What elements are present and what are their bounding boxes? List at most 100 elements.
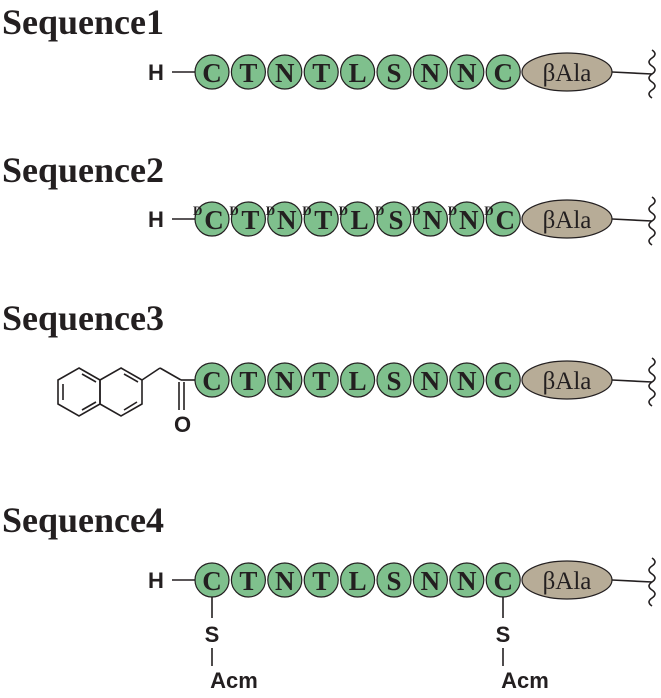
residue-circle <box>194 201 230 237</box>
residue-circle <box>376 201 412 237</box>
sequence-3-title: Sequence3 <box>2 298 164 338</box>
residue-stereo-prefix: D <box>375 203 384 218</box>
carbonyl-carbon-bond <box>159 367 182 381</box>
naphthalene-double-bond-3 <box>81 401 97 411</box>
residue-letter: C <box>202 366 222 396</box>
residue-circle <box>449 562 485 598</box>
sequence-1-n-terminus: H <box>148 60 164 85</box>
residue-letter: T <box>239 58 257 88</box>
residue-circle <box>267 201 303 237</box>
residue-letter: C <box>493 58 513 88</box>
residue-circle <box>194 562 230 598</box>
sequence-2-tail-bond <box>611 218 653 222</box>
residue-letter: N <box>277 205 297 235</box>
residue-letter: C <box>495 205 515 235</box>
residue-circle <box>340 54 376 90</box>
residue-letter: T <box>314 205 332 235</box>
residue-circle <box>230 362 266 398</box>
residue-letter: S <box>386 366 401 396</box>
sequence-4-title: Sequence4 <box>2 500 164 540</box>
residue-circle <box>303 54 339 90</box>
cys9-sulfur: S <box>496 622 511 647</box>
residue-circle <box>303 201 339 237</box>
residue-stereo-prefix: D <box>302 203 311 218</box>
carbonyl-oxygen: O <box>174 412 191 437</box>
naphthalene-ring-right <box>99 367 143 417</box>
residue-letter: S <box>386 566 401 596</box>
residue-letter: N <box>457 566 477 596</box>
cys9-acm-label: Acm <box>501 668 549 693</box>
naphthalene-double-bond-5 <box>123 401 138 411</box>
sequence-2-resin-squiggle <box>648 196 656 246</box>
residue-stereo-prefix: D <box>448 203 457 218</box>
residue-stereo-prefix: D <box>229 203 238 218</box>
residue-stereo-prefix: D <box>266 203 275 218</box>
residue-circle <box>230 201 266 237</box>
sequence-2-title: Sequence2 <box>2 150 164 190</box>
sequence-4-resin-squiggle <box>648 557 656 607</box>
residue-circle <box>230 562 266 598</box>
residue-letter: N <box>421 366 441 396</box>
sequence-1-title: Sequence1 <box>2 2 164 42</box>
residue-circle <box>485 54 521 90</box>
residue-circle <box>412 201 448 237</box>
residue-circle <box>340 201 376 237</box>
residue-circle <box>412 54 448 90</box>
residue-circle <box>267 54 303 90</box>
residue-circle <box>303 562 339 598</box>
residue-circle <box>485 362 521 398</box>
sequence-1-linker-label: βAla <box>543 60 592 87</box>
sequence-2-n-terminus: H <box>148 207 164 232</box>
sequence-4-tail-bond <box>611 579 653 583</box>
sequence-4-protecting-group-1: S Acm <box>205 596 258 693</box>
naphthalene-ring-left <box>57 367 101 417</box>
residue-letter: N <box>459 205 479 235</box>
ch2-bond <box>141 367 161 381</box>
residue-letter: T <box>312 58 330 88</box>
residue-letter: C <box>202 58 222 88</box>
residue-letter: T <box>241 205 259 235</box>
residue-letter: L <box>349 58 367 88</box>
residue-letter: T <box>312 366 330 396</box>
residue-letter: N <box>275 566 295 596</box>
residue-circle <box>267 562 303 598</box>
residue-circle <box>449 362 485 398</box>
residue-circle <box>412 562 448 598</box>
residue-letter: T <box>312 566 330 596</box>
residue-letter: N <box>275 58 295 88</box>
residue-letter: C <box>493 566 513 596</box>
residue-circle <box>303 362 339 398</box>
residue-letter: L <box>349 566 367 596</box>
sequence-4-protecting-group-2: S Acm <box>496 596 549 693</box>
residue-letter: C <box>204 205 224 235</box>
residue-circle <box>485 201 521 237</box>
sequence-4-n-terminus: H <box>148 568 164 593</box>
cys1-acm-label: Acm <box>210 668 258 693</box>
residue-circle <box>267 362 303 398</box>
residue-letter: N <box>275 366 295 396</box>
residue-circle <box>230 54 266 90</box>
residue-letter: N <box>423 205 443 235</box>
residue-circle <box>194 54 230 90</box>
residue-letter: T <box>239 366 257 396</box>
residue-stereo-prefix: D <box>411 203 420 218</box>
sequence-4-linker-label: βAla <box>543 568 592 595</box>
naphthalene-double-bond-1 <box>81 373 97 383</box>
naphthyl-acetyl-cap: O <box>57 367 196 437</box>
sequence-3-tail-bond <box>611 379 653 383</box>
sequence-1-resin-squiggle <box>648 49 656 99</box>
residue-circle <box>412 362 448 398</box>
residue-circle <box>449 201 485 237</box>
residue-circle <box>376 362 412 398</box>
residue-letter: L <box>349 366 367 396</box>
sequence-3-resin-squiggle <box>648 357 656 407</box>
